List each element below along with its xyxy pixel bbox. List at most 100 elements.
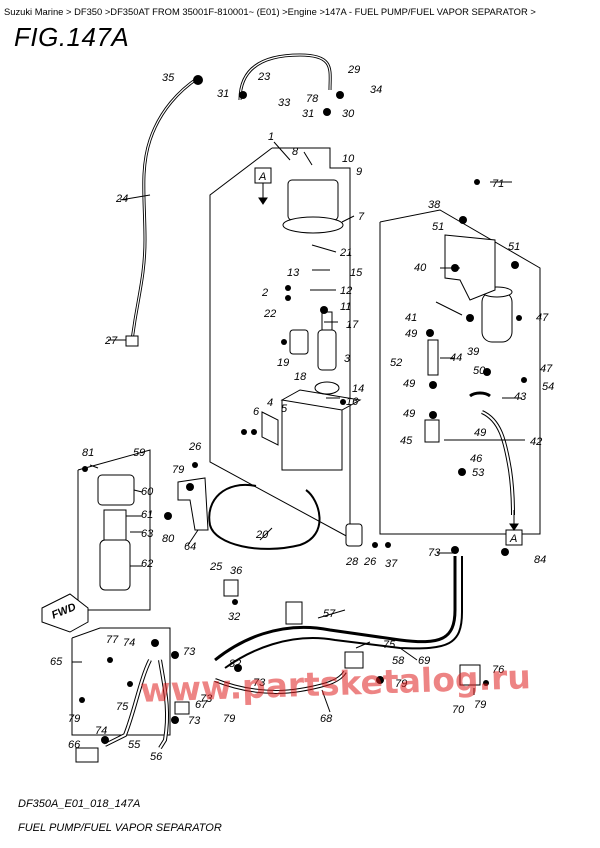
- callout-50: 50: [473, 365, 486, 377]
- joint-45: [424, 419, 440, 443]
- callout-74a: 74: [123, 637, 135, 649]
- callout-37: 37: [385, 558, 398, 570]
- callout-8: 8: [292, 146, 299, 158]
- callout-71: 71: [492, 178, 504, 190]
- callout-51b: 51: [508, 241, 520, 253]
- callout-49a: 49: [405, 328, 417, 340]
- breadcrumb: Suzuki Marine > DF350 >DF350AT FROM 3500…: [4, 6, 536, 17]
- callout-10: 10: [342, 153, 355, 165]
- bracket-64: [177, 477, 209, 531]
- figure-code: DF350A_E01_018_147A: [18, 798, 141, 810]
- hose-43: [469, 391, 491, 398]
- callout-51a: 51: [432, 221, 444, 233]
- callout-24: 24: [115, 193, 128, 205]
- separator-tank: [481, 291, 513, 343]
- callout-73b: 73: [183, 646, 196, 658]
- callout-52: 52: [390, 357, 402, 369]
- callout-13: 13: [287, 267, 300, 279]
- callout-9: 9: [356, 166, 362, 178]
- callout-73a: 73: [428, 547, 441, 559]
- figure-title: FIG.147A: [14, 22, 130, 52]
- box-fuel-filter: [77, 449, 151, 611]
- callout-79b: 79: [68, 713, 80, 725]
- plug-27: [125, 335, 139, 347]
- gasket-5: [261, 411, 279, 446]
- callout-14: 14: [352, 383, 364, 395]
- callout-62: 62: [141, 558, 153, 570]
- callout-4: 4: [267, 397, 273, 409]
- callout-54: 54: [542, 381, 554, 393]
- callout-73e: 73: [253, 677, 266, 689]
- fwd-arrow: [41, 593, 89, 633]
- callout-80: 80: [162, 533, 175, 545]
- callout-60: 60: [141, 486, 154, 498]
- hose-20: [208, 483, 321, 550]
- fitting-66: [75, 747, 99, 763]
- bracket-40: [444, 234, 496, 301]
- callout-39: 39: [467, 346, 479, 358]
- callout-23: 23: [257, 71, 271, 83]
- hose-24: [130, 76, 199, 341]
- pump-housing: [281, 399, 343, 471]
- callout-75a: 75: [116, 701, 129, 713]
- callout-79d: 79: [395, 678, 407, 690]
- box-bracket-65: [71, 627, 171, 736]
- callout-59: 59: [133, 447, 145, 459]
- callout-78: 78: [306, 93, 319, 105]
- callout-79e: 79: [474, 699, 486, 711]
- filter-head-60: [97, 474, 135, 506]
- callout-30: 30: [342, 108, 355, 120]
- callout-36: 36: [230, 565, 243, 577]
- part-callouts: 1 2 3 4 5 6 7 8 9 10 11 12 13 14 15 16 1…: [50, 64, 554, 763]
- callout-28: 28: [345, 556, 359, 568]
- callout-12: 12: [340, 285, 352, 297]
- callout-18: 18: [294, 371, 307, 383]
- hose-69: [214, 556, 457, 662]
- callout-76: 76: [492, 664, 505, 676]
- callout-38: 38: [428, 199, 441, 211]
- callout-15: 15: [350, 267, 363, 279]
- callout-70: 70: [452, 704, 465, 716]
- callout-46: 46: [470, 453, 483, 465]
- callout-57: 57: [323, 608, 336, 620]
- callout-41: 41: [405, 312, 417, 324]
- callout-45: 45: [400, 435, 413, 447]
- fitting-28: [345, 523, 363, 547]
- callout-27: 27: [104, 335, 118, 347]
- callout-16: 16: [346, 396, 359, 408]
- clip-33: [285, 601, 303, 625]
- filter-element-61: [103, 509, 127, 541]
- box-fuel-pump: [209, 147, 351, 539]
- hose-57: [224, 556, 463, 669]
- callout-56: 56: [150, 751, 163, 763]
- callout-69: 69: [418, 655, 430, 667]
- callout-40: 40: [414, 262, 427, 274]
- callout-31b: 31: [302, 108, 314, 120]
- callout-19: 19: [277, 357, 289, 369]
- callout-35: 35: [162, 72, 175, 84]
- callout-31a: 31: [217, 88, 229, 100]
- callout-47a: 47: [536, 312, 549, 324]
- callout-22: 22: [263, 308, 276, 320]
- clamp-58: [344, 651, 364, 669]
- marker-a-right-label: A: [509, 533, 517, 545]
- callout-75b: 75: [383, 639, 396, 651]
- figure-caption: FUEL PUMP/FUEL VAPOR SEPARATOR: [18, 822, 222, 834]
- callout-3: 3: [344, 353, 351, 365]
- callout-65: 65: [50, 656, 63, 668]
- callout-55: 55: [128, 739, 141, 751]
- filter-19: [289, 329, 309, 355]
- callout-79c: 79: [223, 713, 235, 725]
- callout-63: 63: [141, 528, 154, 540]
- callout-64: 64: [184, 541, 196, 553]
- ring-14: [314, 381, 340, 395]
- callout-73d: 73: [188, 715, 201, 727]
- fuel-filter-62: [99, 539, 131, 591]
- callout-67: 67: [195, 699, 208, 711]
- callout-74b: 74: [95, 725, 107, 737]
- callout-7: 7: [358, 211, 365, 223]
- callout-82: 82: [229, 658, 241, 670]
- fitting-67: [174, 701, 190, 715]
- callout-20: 20: [255, 529, 269, 541]
